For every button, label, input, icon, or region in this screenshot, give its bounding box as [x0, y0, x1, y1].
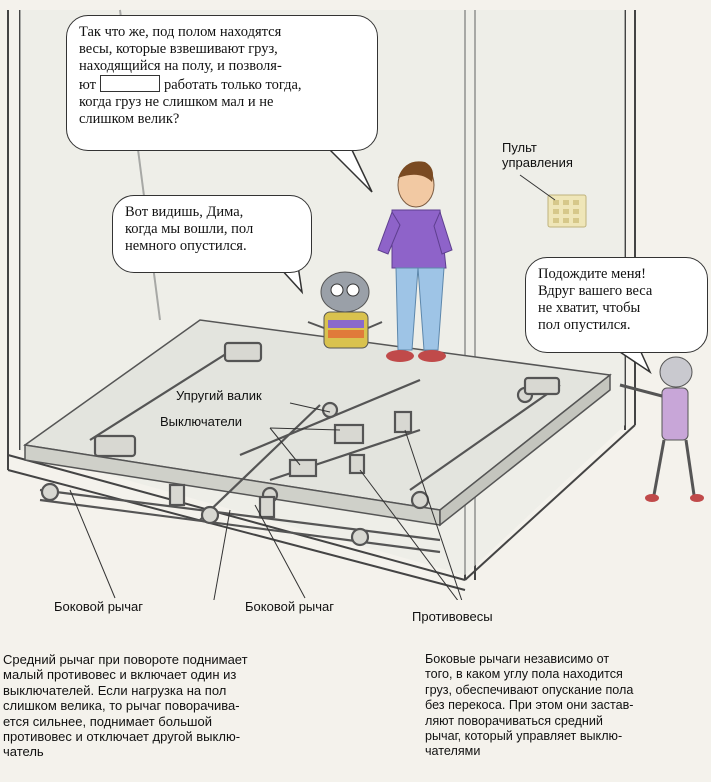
bubble-line-redacted: ют работать только тогда, — [79, 75, 365, 94]
label-line: управления — [502, 155, 573, 170]
caption-line: чателями — [425, 744, 633, 759]
bubble-line: весы, которые взвешивают груз, — [79, 41, 365, 58]
caption-line: малый противовес и включает один из — [3, 667, 248, 682]
side-lever-left-label: Боковой рычаг — [54, 599, 143, 614]
bubble-line: немного опустился. — [125, 238, 299, 255]
control-panel-icon — [548, 195, 586, 227]
caption-line: чатель — [3, 744, 248, 759]
caption-line: слишком велика, то рычаг поворачива- — [3, 698, 248, 713]
bubble-line: Вдруг вашего веса — [538, 283, 695, 300]
redacted-word-box — [100, 75, 160, 92]
bubble-line: Подождите меня! — [538, 266, 695, 283]
switches-label: Выключатели — [160, 414, 242, 429]
caption-line: рычаг, который управляет выклю- — [425, 729, 633, 744]
bubble-line: слишком велик? — [79, 111, 365, 128]
caption-right: Боковые рычаги независимо от того, в как… — [425, 652, 633, 760]
caption-line: без перекоса. При этом они застав- — [425, 698, 633, 713]
bubble-line: пол опустился. — [538, 317, 695, 334]
caption-line: Боковые рычаги независимо от — [425, 652, 633, 667]
bubble-text: ют — [79, 77, 96, 93]
control-panel-label: Пульт управления — [502, 140, 573, 170]
counterweights-label: Противовесы — [412, 609, 493, 624]
caption-line: ется сильнее, поднимает большой — [3, 714, 248, 729]
bubble-line: не хватит, чтобы — [538, 300, 695, 317]
caption-line: ляют поворачиваться средний — [425, 714, 633, 729]
caption-line: выключателей. Если нагрузка на пол — [3, 683, 248, 698]
speech-bubble-top: Так что же, под полом находятся весы, ко… — [66, 15, 378, 151]
caption-line: Средний рычаг при повороте поднимает — [3, 652, 248, 667]
bubble-line: Вот видишь, Дима, — [125, 204, 299, 221]
bubble-line: когда мы вошли, пол — [125, 221, 299, 238]
bubble-line: когда груз не слишком мал и не — [79, 94, 365, 111]
bubble-text: работать только тогда, — [164, 77, 302, 93]
caption-line: противовес и отключает другой выклю- — [3, 729, 248, 744]
side-lever-right-label: Боковой рычаг — [245, 599, 334, 614]
caption-line: того, в каком углу пола находится — [425, 667, 633, 682]
speech-bubble-right: Подождите меня! Вдруг вашего веса не хва… — [525, 257, 708, 353]
outside-robot-figure — [620, 357, 704, 502]
bubble-line: Так что же, под полом находятся — [79, 24, 365, 41]
bubble-line: находящийся на полу, и позволя- — [79, 58, 365, 75]
caption-left: Средний рычаг при повороте поднимает мал… — [3, 652, 248, 760]
speech-bubble-middle: Вот видишь, Дима, когда мы вошли, пол не… — [112, 195, 312, 273]
label-line: Пульт — [502, 140, 573, 155]
caption-line: груз, обеспечивают опускание пола — [425, 683, 633, 698]
elastic-roller-label: Упругий валик — [176, 388, 262, 403]
